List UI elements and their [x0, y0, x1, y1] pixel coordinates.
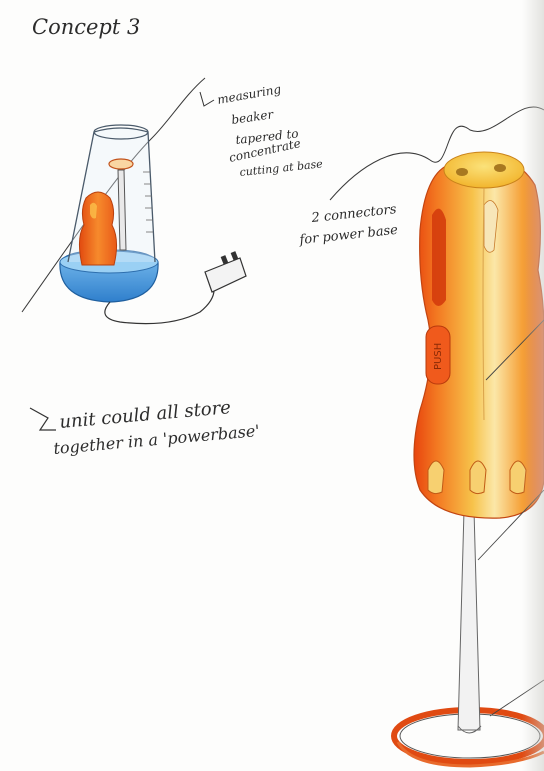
- svg-text:2 connectors: 2 connectors: [310, 202, 398, 226]
- svg-text:cutting at base: cutting at base: [239, 157, 324, 179]
- beaker-sketch: [22, 78, 246, 324]
- page-edge-shadow: [522, 0, 544, 771]
- svg-text:for power base: for power base: [298, 223, 399, 248]
- push-button-label: PUSH: [433, 343, 444, 370]
- svg-text:beaker: beaker: [230, 107, 275, 127]
- svg-text:measuring: measuring: [216, 82, 282, 107]
- beaker-note: measuring beaker tapered to concentrate …: [200, 82, 324, 179]
- concept-title: Concept 3: [32, 15, 140, 39]
- storage-note: unit could all store together in a 'powe…: [30, 397, 260, 458]
